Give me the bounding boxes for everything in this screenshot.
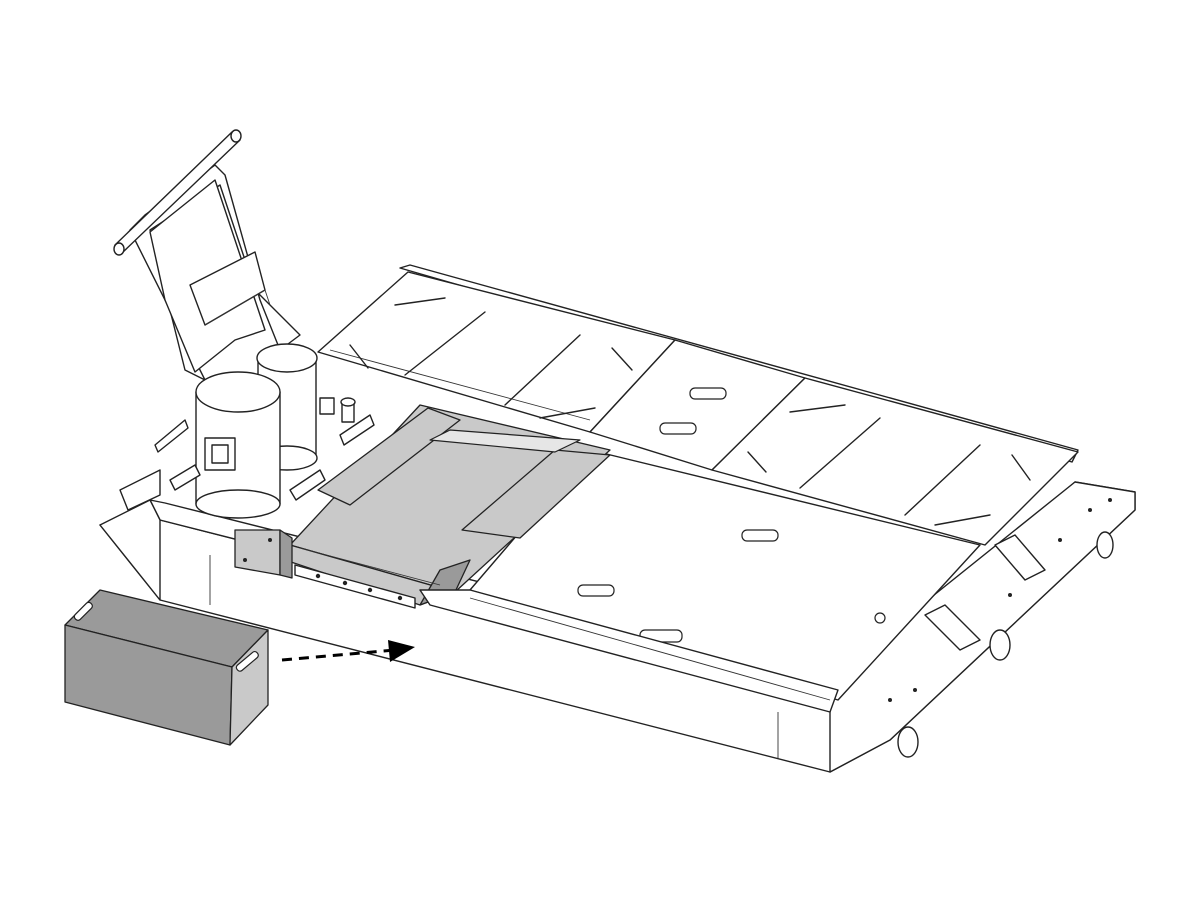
tray-lid-right — [461, 449, 611, 539]
rear-right-bay — [711, 377, 1079, 546]
cover-slot-front — [577, 584, 615, 597]
removable-bin — [64, 589, 269, 746]
arrow-head — [388, 640, 415, 662]
wheel-assembly — [888, 498, 1114, 758]
sliding-tray — [234, 404, 611, 609]
handle-frame — [129, 164, 301, 381]
handle-slot-upper — [689, 387, 727, 400]
bin-handle-right — [235, 650, 259, 672]
corner-bracket-front — [924, 604, 981, 651]
tray-gearbox — [234, 529, 281, 576]
arrow-shaft — [281, 648, 396, 662]
motor — [195, 343, 356, 519]
insert-arrow — [281, 640, 415, 662]
wheel-rear — [1096, 531, 1114, 559]
cover-slot-rear — [741, 529, 779, 542]
bin-end-face — [229, 629, 269, 746]
frame-guide-rail — [419, 589, 839, 713]
motor-mounts — [119, 414, 375, 511]
bin-handle-left — [73, 601, 93, 621]
push-handle — [113, 129, 301, 381]
handle-slot-lower — [659, 422, 697, 435]
wheel-front — [897, 726, 919, 758]
tray-lid-left — [317, 407, 461, 506]
frame-left-end — [99, 499, 161, 601]
corner-bracket-rear — [994, 534, 1046, 581]
wheel-middle — [989, 629, 1011, 661]
